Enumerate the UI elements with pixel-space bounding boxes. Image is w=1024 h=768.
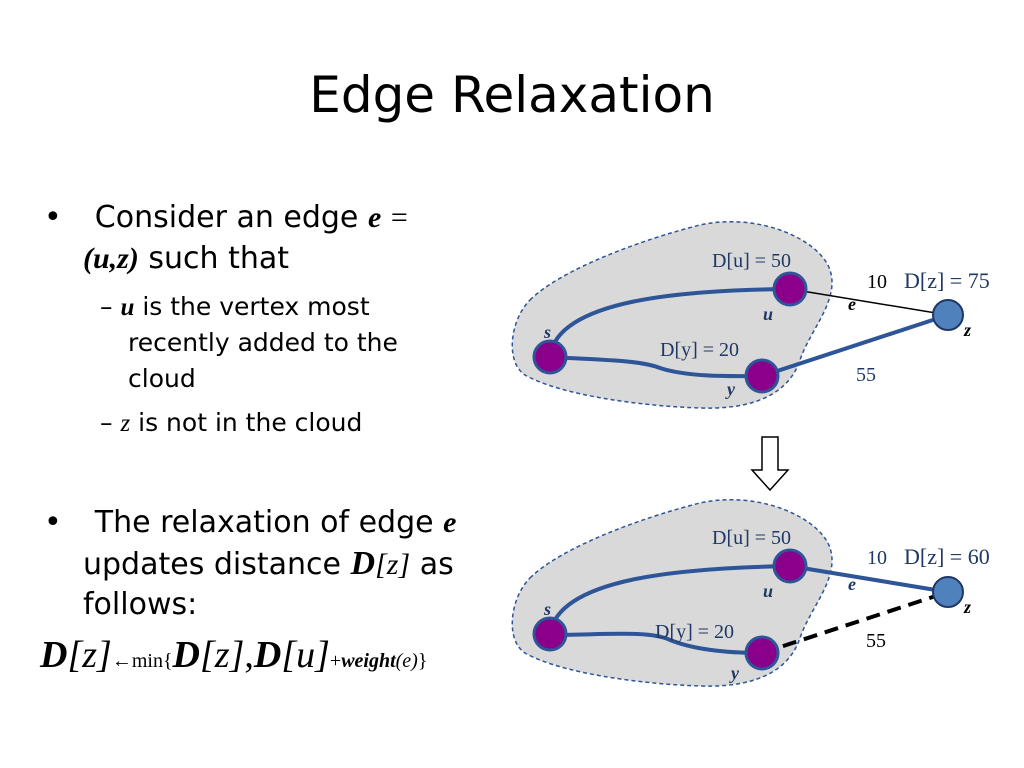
label-du: D[u] = 50 — [712, 250, 791, 272]
bullet-consider-edge-line2: (u,z) such that — [83, 241, 289, 277]
formula-arg: [u] — [281, 634, 330, 676]
math-equals: = — [390, 201, 408, 234]
node-y — [744, 635, 780, 671]
formula-D: D — [172, 634, 200, 676]
node-u — [772, 271, 808, 307]
edge-s-y — [549, 355, 763, 379]
node-s — [532, 616, 568, 652]
formula-weight-arg: (e) — [395, 650, 418, 672]
weight-yz: 55 — [866, 630, 886, 652]
bullet-consider-edge: • Consider an edge e = — [44, 200, 484, 236]
node-z — [932, 299, 964, 331]
label-edge-e: e — [848, 294, 856, 314]
math-z: z — [120, 410, 131, 437]
slide-title: Edge Relaxation — [309, 66, 715, 124]
diagram-after: D[u] = 50 D[y] = 20 D[z] = 60 10 55 s u … — [511, 499, 990, 687]
weight-yz: 55 — [856, 364, 876, 386]
subbullet-u-recent-line3: cloud — [128, 364, 196, 393]
node-y — [744, 358, 780, 394]
label-dy: D[y] = 20 — [660, 339, 739, 361]
math-e: e — [367, 201, 382, 234]
label-node-s: s — [543, 599, 551, 619]
label-du: D[u] = 50 — [712, 527, 791, 549]
formula-arg: [z] — [67, 634, 112, 676]
label-edge-e: e — [848, 574, 856, 594]
edge-y-z — [761, 313, 949, 378]
subbullet-u-recent-line2: recently added to the — [128, 328, 398, 357]
node-s — [532, 339, 568, 375]
bullet-text: updates distance — [83, 547, 341, 582]
label-node-u: u — [763, 304, 773, 324]
label-node-s: s — [543, 322, 551, 342]
label-dz: D[z] = 75 — [904, 268, 990, 293]
formula-comma: , — [244, 634, 254, 676]
label-dy: D[y] = 20 — [655, 621, 734, 643]
label-node-u: u — [763, 581, 773, 601]
edge-s-y — [549, 631, 763, 655]
bullet-text: Consider an edge — [94, 200, 359, 235]
bullet-text: such that — [148, 241, 290, 276]
label-node-z: z — [963, 597, 971, 617]
edge-s-u — [548, 287, 791, 356]
bullet-text: The relaxation of edge — [94, 505, 434, 540]
node-z — [932, 576, 964, 608]
formula-D: D — [40, 634, 68, 676]
math-z-arg: [z] — [375, 548, 411, 581]
label-node-y: y — [725, 379, 736, 399]
label-node-y: y — [729, 663, 740, 683]
subbullet-z-not-cloud: – z is not in the cloud — [100, 408, 362, 439]
relaxation-formula: D[z]←min{D[z],D[u]+weight(e)} — [40, 633, 427, 677]
sub-dash: – — [100, 408, 113, 437]
weight-e: 10 — [867, 271, 887, 293]
edge-s-u — [548, 564, 791, 634]
math-u: u — [120, 294, 135, 321]
label-node-z: z — [963, 320, 971, 340]
diagram-before: D[u] = 50 D[y] = 20 D[z] = 75 10 55 s u … — [511, 221, 990, 409]
bullet-text: as — [419, 547, 454, 582]
edge-u-z — [789, 564, 949, 594]
bullet-dot: • — [44, 505, 62, 540]
formula-close: } — [417, 650, 428, 672]
formula-weight: weight — [341, 650, 396, 672]
math-e: e — [443, 506, 457, 539]
node-u — [772, 548, 808, 584]
sub-text: is the vertex most — [142, 292, 370, 321]
formula-plus: + — [329, 650, 342, 672]
sub-text: is not in the cloud — [138, 408, 363, 437]
math-D: D — [350, 545, 376, 582]
weight-e: 10 — [867, 547, 887, 569]
edge-u-z — [789, 288, 949, 316]
bullet-dot: • — [44, 200, 62, 235]
bullet-relaxation: • The relaxation of edge e — [44, 505, 514, 541]
formula-arg: [z] — [200, 634, 245, 676]
label-dz: D[z] = 60 — [904, 544, 990, 569]
cloud-region — [511, 221, 833, 409]
down-arrow-icon — [750, 436, 790, 492]
formula-arrow-min: ←min{ — [111, 650, 173, 672]
math-uz: (u,z) — [83, 242, 139, 275]
formula-D: D — [253, 634, 282, 676]
sub-dash: – — [100, 292, 113, 321]
bullet-relaxation-line3: follows: — [83, 587, 198, 622]
bullet-relaxation-line2: updates distance D[z] as — [83, 546, 454, 583]
edge-y-z — [761, 590, 949, 655]
subbullet-u-recent: – u is the vertex most — [100, 292, 480, 323]
